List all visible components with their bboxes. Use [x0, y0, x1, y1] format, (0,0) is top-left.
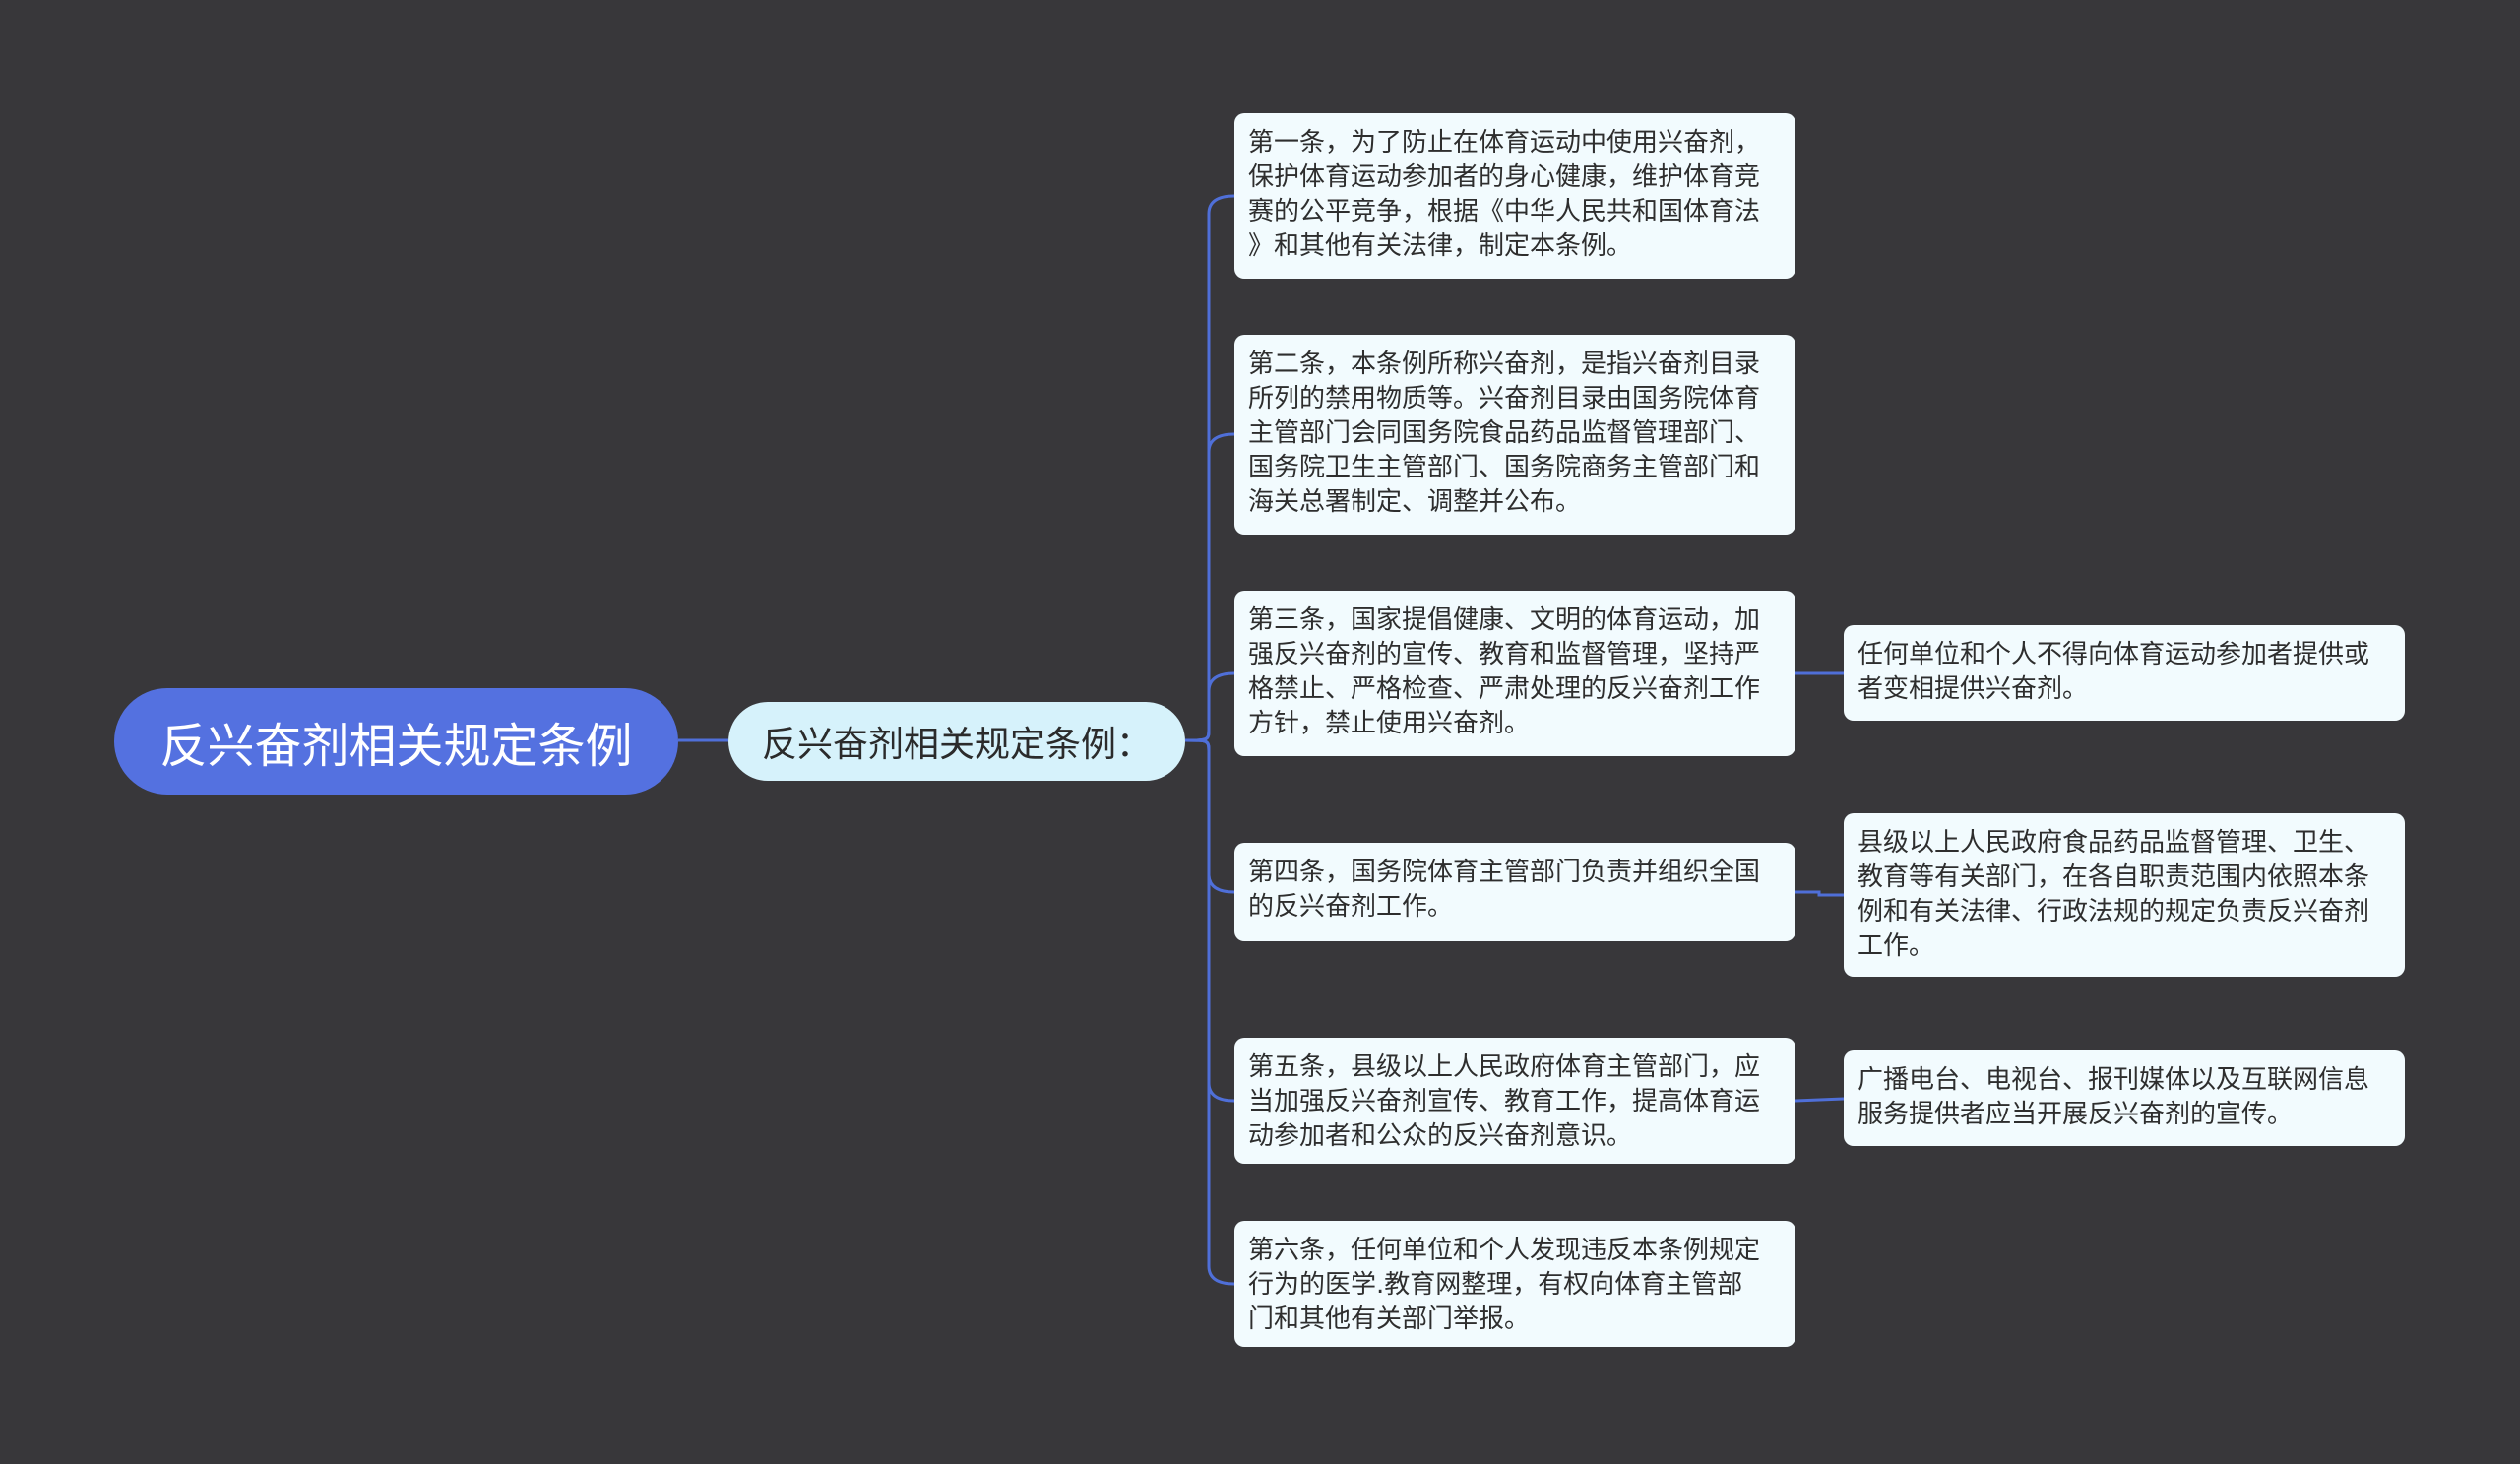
article-2-node[interactable]: 第二条，本条例所称兴奋剂，是指兴奋剂目录 所列的禁用物质等。兴奋剂目录由国务院体… [1234, 335, 1796, 535]
subtopic-label: 反兴奋剂相关规定条例： [761, 725, 1152, 765]
connector-article-5-detail [1795, 1097, 1845, 1103]
article-5-detail-node[interactable]: 广播电台、电视台、报刊媒体以及互联网信息 服务提供者应当开展反兴奋剂的宣传。 [1844, 1050, 2405, 1146]
connector-subtopic-article-3 [1184, 671, 1235, 742]
article-1-node[interactable]: 第一条，为了防止在体育运动中使用兴奋剂， 保护体育运动参加者的身心健康，维护体育… [1234, 113, 1796, 279]
root-topic-label: 反兴奋剂相关规定条例 [159, 719, 633, 774]
root-topic[interactable]: 反兴奋剂相关规定条例 [114, 688, 678, 795]
article-5-node[interactable]: 第五条，县级以上人民政府体育主管部门，应 当加强反兴奋剂宣传、教育工作，提高体育… [1234, 1038, 1796, 1164]
article-4-node[interactable]: 第四条，国务院体育主管部门负责并组织全国 的反兴奋剂工作。 [1234, 843, 1796, 941]
article-4-detail-node[interactable]: 县级以上人民政府食品药品监督管理、卫生、 教育等有关部门，在各自职责范围内依照本… [1844, 813, 2405, 977]
article-3-detail-node[interactable]: 任何单位和个人不得向体育运动参加者提供或 者变相提供兴奋剂。 [1844, 625, 2405, 721]
connector-subtopic-article-6 [1184, 738, 1235, 1286]
connector-article-4-detail [1796, 890, 1844, 897]
article-3-node[interactable]: 第三条，国家提倡健康、文明的体育运动，加 强反兴奋剂的宣传、教育和监督管理，坚持… [1234, 591, 1796, 756]
article-6-node[interactable]: 第六条，任何单位和个人发现违反本条例规定 行为的医学.教育网整理，有权向体育主管… [1234, 1221, 1796, 1347]
subtopic-node[interactable]: 反兴奋剂相关规定条例： [728, 702, 1185, 781]
